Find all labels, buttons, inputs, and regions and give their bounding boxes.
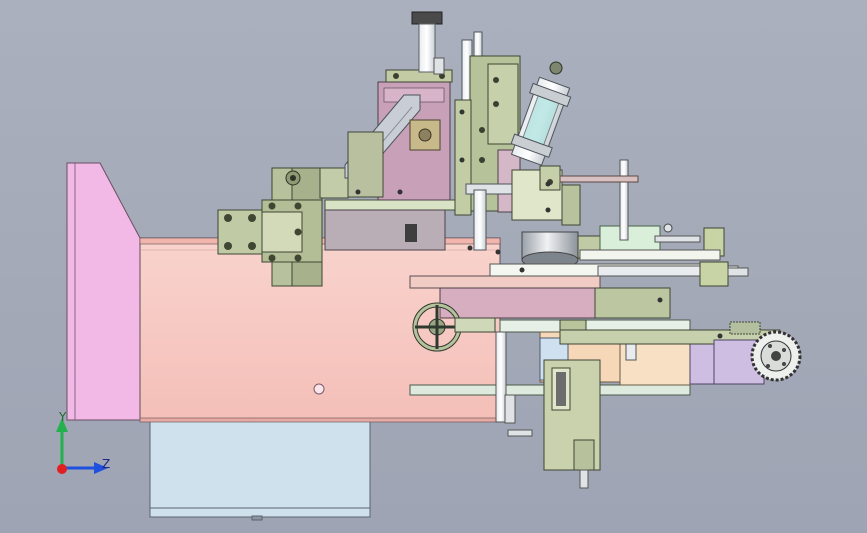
upper-feeder-block — [344, 69, 453, 201]
handwheel — [412, 302, 496, 352]
mid-deck — [409, 261, 749, 319]
coordinate-triad: Y Z — [50, 410, 120, 482]
axis-label-z: Z — [102, 457, 111, 471]
axis-label-y: Y — [59, 410, 67, 424]
right-cylinder-group — [454, 31, 572, 251]
pulley-group — [511, 159, 725, 269]
back-plate — [66, 162, 141, 421]
left-clamp-assembly — [217, 167, 349, 287]
coordinate-triad-icon — [56, 418, 108, 474]
fasteners — [355, 109, 723, 339]
lower-vertical-slide — [543, 359, 601, 489]
upper-beam — [324, 199, 461, 251]
lower-stand — [149, 419, 371, 521]
top-cylinder — [411, 11, 445, 75]
